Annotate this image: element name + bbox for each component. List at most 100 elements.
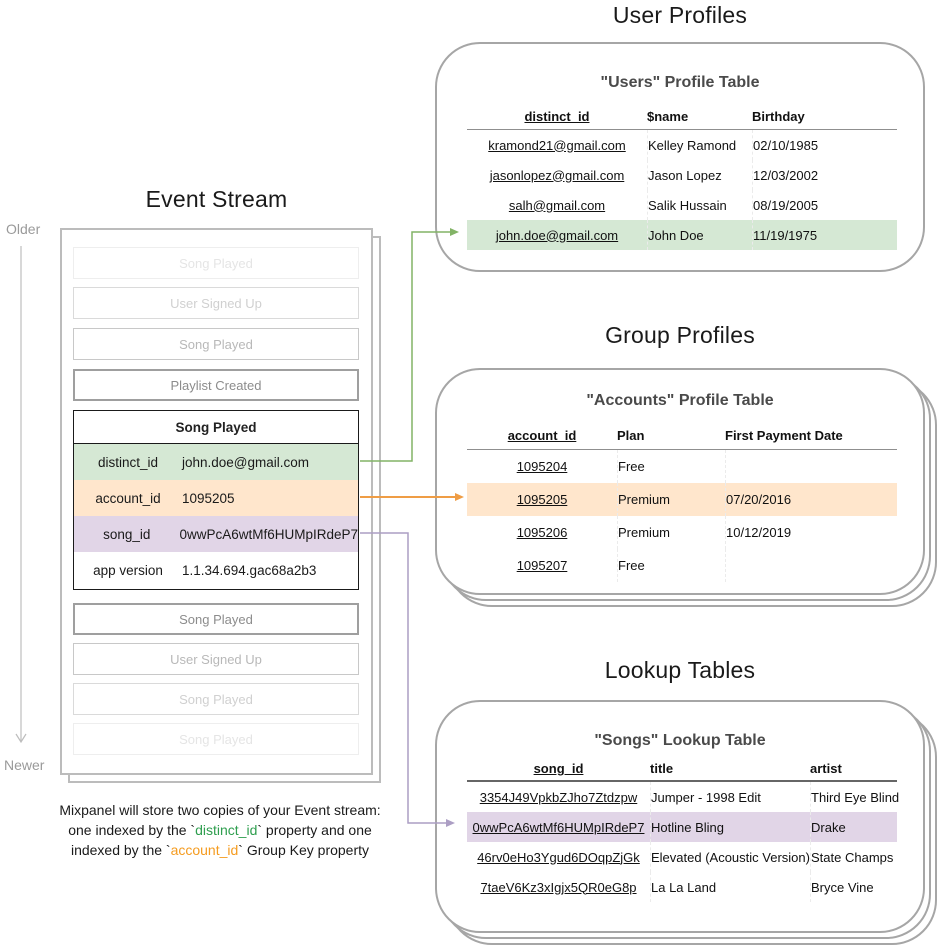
birthday-cell: 11/19/1975 — [752, 220, 897, 250]
table-row-highlighted: 0wwPcA6wtMf6HUMpIRdeP7 Hotline Bling Dra… — [467, 812, 897, 842]
plan-cell: Free — [617, 549, 725, 582]
birthday-cell: 12/03/2002 — [752, 160, 897, 190]
property-value: 1.1.34.694.gac68a2b3 — [182, 563, 317, 578]
title-cell: Jumper - 1998 Edit — [650, 782, 810, 812]
distinct-id-cell: salh@gmail.com — [508, 197, 606, 213]
expanded-event-name: Song Played — [74, 411, 358, 444]
column-header: First Payment Date — [725, 428, 843, 443]
event-property-row-distinct-id: distinct_id john.doe@gmail.com — [74, 444, 358, 480]
song-id-cell: 7taeV6Kz3xIgjx5QR0eG8p — [480, 879, 637, 895]
first-payment-cell: 10/12/2019 — [725, 516, 897, 549]
title-cell: Elevated (Acoustic Version) — [650, 842, 810, 872]
event-stream-panel: Song Played User Signed Up Song Played P… — [60, 228, 373, 775]
artist-cell: Third Eye Blind — [810, 782, 899, 812]
table-row: 1095206 Premium 10/12/2019 — [467, 516, 897, 549]
first-payment-cell — [725, 450, 897, 483]
property-value: 0wwPcA6wtMf6HUMpIRdeP7 — [179, 526, 358, 542]
users-table: distinct_id $name Birthday kramond21@gma… — [467, 104, 897, 250]
account-id-cell: 1095205 — [516, 492, 568, 507]
accounts-table-title: "Accounts" Profile Table — [586, 392, 774, 409]
account-id-cell: 1095207 — [516, 558, 568, 573]
property-value: 1095205 — [182, 490, 235, 506]
column-header: distinct_id — [524, 109, 590, 124]
birthday-cell: 08/19/2005 — [752, 190, 897, 220]
account-id-cell: 1095206 — [516, 525, 568, 540]
songs-table-header: song_id title artist — [467, 757, 897, 782]
property-key: account_id — [95, 490, 161, 506]
table-row: jasonlopez@gmail.com Jason Lopez 12/03/2… — [467, 160, 897, 190]
distinct-id-cell: jasonlopez@gmail.com — [489, 167, 625, 183]
caption: Mixpanel will store two copies of your E… — [20, 800, 420, 860]
caption-line3-post: ` Group Key property — [238, 842, 370, 858]
column-header: Birthday — [752, 109, 805, 124]
table-row: 1095204 Free — [467, 450, 897, 483]
users-table-header: distinct_id $name Birthday — [467, 104, 897, 130]
expanded-event-card: Song Played distinct_id john.doe@gmail.c… — [73, 410, 359, 590]
title-cell: La La Land — [650, 872, 810, 902]
distinct-id-cell: kramond21@gmail.com — [488, 137, 626, 153]
event-box-song-played: Song Played — [73, 328, 359, 360]
column-header: Plan — [617, 428, 645, 443]
caption-distinct-id-code: distinct_id — [195, 822, 258, 838]
name-cell: Kelley Ramond — [647, 130, 752, 160]
caption-line2-pre: one indexed by the ` — [68, 822, 196, 838]
distinct-id-cell: john.doe@gmail.com — [495, 227, 619, 243]
table-row-highlighted: john.doe@gmail.com John Doe 11/19/1975 — [467, 220, 897, 250]
timeline-arrowhead-icon — [15, 733, 27, 744]
table-row: 1095207 Free — [467, 549, 897, 582]
column-header: $name — [647, 109, 689, 124]
songs-table-title: "Songs" Lookup Table — [594, 732, 766, 749]
song-id-cell: 46rv0eHo3Ygud6DOqpZjGk — [477, 849, 640, 865]
plan-cell: Premium — [617, 483, 725, 516]
plan-cell: Free — [617, 450, 725, 483]
artist-cell: Bryce Vine — [810, 872, 897, 902]
column-header: title — [650, 761, 674, 776]
song-id-cell: 3354J49VpkbZJho7Ztdzpw — [479, 789, 638, 805]
column-header: account_id — [507, 428, 577, 443]
event-box-song-played: Song Played — [73, 683, 359, 715]
table-row: kramond21@gmail.com Kelley Ramond 02/10/… — [467, 130, 897, 160]
table-row: 46rv0eHo3Ygud6DOqpZjGk Elevated (Acousti… — [467, 842, 897, 872]
caption-line2-post: ` property and one — [257, 822, 372, 838]
songs-lookup-card: "Songs" Lookup Table song_id title artis… — [435, 700, 925, 933]
first-payment-cell: 07/20/2016 — [725, 483, 897, 516]
users-table-title: "Users" Profile Table — [600, 74, 760, 91]
title-cell: Hotline Bling — [650, 812, 810, 842]
column-header: song_id — [533, 761, 584, 776]
event-box-user-signed-up: User Signed Up — [73, 287, 359, 319]
caption-line1: Mixpanel will store two copies of your E… — [59, 802, 381, 818]
event-stream-title: Event Stream — [145, 186, 288, 212]
account-id-cell: 1095204 — [516, 459, 568, 474]
songs-table: song_id title artist 3354J49VpkbZJho7Ztd… — [467, 757, 899, 902]
newer-label: Newer — [4, 757, 45, 773]
caption-line3-pre: indexed by the ` — [70, 842, 171, 858]
first-payment-cell — [725, 549, 897, 582]
property-value: john.doe@gmail.com — [182, 454, 310, 470]
name-cell: Salik Hussain — [647, 190, 752, 220]
table-row: salh@gmail.com Salik Hussain 08/19/2005 — [467, 190, 897, 220]
table-row: 7taeV6Kz3xIgjx5QR0eG8p La La Land Bryce … — [467, 872, 897, 902]
table-row: 3354J49VpkbZJho7Ztdzpw Jumper - 1998 Edi… — [467, 782, 899, 812]
column-header: artist — [810, 761, 842, 776]
lookup-tables-title: Lookup Tables — [604, 657, 756, 683]
event-property-row-song-id: song_id 0wwPcA6wtMf6HUMpIRdeP7 — [74, 516, 358, 552]
property-key: distinct_id — [97, 454, 159, 470]
property-key: app version — [93, 563, 163, 578]
event-box-song-played: Song Played — [73, 247, 359, 279]
accounts-profile-card: "Accounts" Profile Table account_id Plan… — [435, 368, 925, 595]
table-row-highlighted: 1095205 Premium 07/20/2016 — [467, 483, 897, 516]
artist-cell: Drake — [810, 812, 897, 842]
user-profiles-title: User Profiles — [612, 2, 748, 28]
users-profile-card: "Users" Profile Table distinct_id $name … — [435, 42, 925, 272]
event-box-playlist-created: Playlist Created — [73, 369, 359, 401]
birthday-cell: 02/10/1985 — [752, 130, 897, 160]
artist-cell: State Champs — [810, 842, 897, 872]
song-id-cell: 0wwPcA6wtMf6HUMpIRdeP7 — [472, 819, 645, 835]
plan-cell: Premium — [617, 516, 725, 549]
event-box-song-played: Song Played — [73, 723, 359, 755]
name-cell: Jason Lopez — [647, 160, 752, 190]
name-cell: John Doe — [647, 220, 752, 250]
older-label: Older — [6, 221, 41, 237]
event-box-song-played: Song Played — [73, 603, 359, 635]
